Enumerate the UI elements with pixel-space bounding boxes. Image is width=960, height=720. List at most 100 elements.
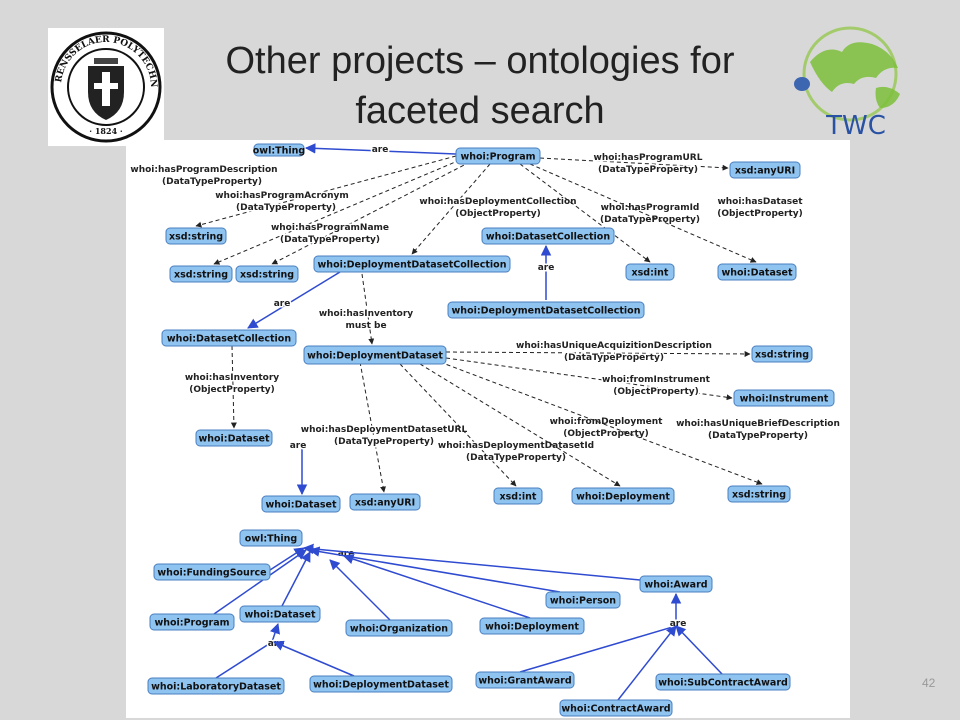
edge-label: whoi:hasProgramId xyxy=(601,203,700,213)
node-box xyxy=(235,265,299,283)
node-box xyxy=(727,485,791,503)
node-label: xsd:string xyxy=(755,350,809,361)
node-n5: xsd:string xyxy=(169,265,233,283)
edge-label: (ObjectProperty) xyxy=(455,209,541,219)
edge-label: are xyxy=(538,263,555,273)
twc-logo: TWC xyxy=(780,22,920,146)
edge-n29-n22 xyxy=(343,554,531,619)
edge-label: whoi:hasProgramURL xyxy=(594,153,703,163)
node-n33: whoi:SubContractAward xyxy=(655,673,791,691)
node-label: whoi:Dataset xyxy=(265,500,336,511)
node-label: xsd:anyURI xyxy=(735,166,795,177)
node-box xyxy=(161,329,297,347)
node-box xyxy=(475,671,575,689)
node-n9: xsd:int xyxy=(625,263,675,281)
node-label: whoi:Dataset xyxy=(244,610,315,621)
node-box xyxy=(751,345,813,363)
node-label: whoi:Instrument xyxy=(740,394,829,405)
node-label: whoi:Dataset xyxy=(721,268,792,279)
edge-label: (DataTypeProperty) xyxy=(162,177,262,187)
node-n28: whoi:Organization xyxy=(345,619,453,637)
edge-n7-n13 xyxy=(361,273,375,345)
edge-n13-n18 xyxy=(359,361,386,493)
node-box xyxy=(455,147,541,165)
edge-label: (DataTypeProperty) xyxy=(598,165,698,175)
node-label: whoi:Deployment xyxy=(576,492,670,503)
ontology-diagram-canvas: are whoi:hasProgramURL (DataTypeProperty) w… xyxy=(129,143,841,717)
node-n34: whoi:ContractAward xyxy=(559,699,673,717)
edge-label: (DataTypeProperty) xyxy=(466,453,566,463)
edge-label: whoi:hasDataset xyxy=(717,197,803,207)
edge-n27-n22 xyxy=(281,551,311,607)
node-box xyxy=(239,529,303,547)
node-label: whoi:LaboratoryDataset xyxy=(151,682,281,693)
edge-label: whoi:hasDeploymentDatasetURL xyxy=(301,425,468,435)
node-n1: owl:Thing xyxy=(253,143,305,157)
node-box xyxy=(733,389,835,407)
node-label: whoi:DeploymentDataset xyxy=(307,351,443,362)
node-box xyxy=(195,429,273,447)
node-label: whoi:ContractAward xyxy=(561,704,670,715)
node-box xyxy=(625,263,675,281)
edge-n13-n15 xyxy=(445,357,733,401)
node-box xyxy=(261,495,341,513)
node-box xyxy=(493,487,543,505)
edge-label: whoi:hasInventory xyxy=(319,309,413,319)
node-label: whoi:DeploymentDatasetCollection xyxy=(452,306,641,317)
node-label: whoi:DatasetCollection xyxy=(486,232,610,243)
node-box xyxy=(165,227,227,245)
edge-n13-n14 xyxy=(445,350,751,357)
edge-label: whoi:hasProgramName xyxy=(271,223,389,233)
node-label: owl:Thing xyxy=(253,146,305,157)
node-n3: xsd:anyURI xyxy=(729,161,801,179)
svg-text:· 1824 ·: · 1824 · xyxy=(89,126,123,136)
node-box xyxy=(147,677,285,695)
edge-label: whoi:hasInventory xyxy=(185,373,279,383)
node-n19: xsd:int xyxy=(493,487,543,505)
node-box xyxy=(303,345,447,365)
slide-title-line2: faceted search xyxy=(355,90,605,132)
node-box xyxy=(169,265,233,283)
node-box xyxy=(309,675,453,693)
node-n7: whoi:DeploymentDatasetCollection xyxy=(313,255,511,273)
edge-n28-n22 xyxy=(329,559,391,621)
edge-n34-n24 xyxy=(617,625,677,701)
node-n6: xsd:string xyxy=(235,265,299,283)
edge-label: are xyxy=(372,145,389,155)
edge-n13-n19 xyxy=(399,363,517,487)
node-label: whoi:DatasetCollection xyxy=(167,334,291,345)
edge-n31-n27 xyxy=(273,640,355,677)
node-n29: whoi:Deployment xyxy=(479,617,585,635)
edge-label: (ObjectProperty) xyxy=(563,429,649,439)
node-n13: whoi:DeploymentDataset xyxy=(303,345,447,365)
node-n20: whoi:Deployment xyxy=(571,487,675,505)
node-box xyxy=(559,699,673,717)
edge-label: (DataTypeProperty) xyxy=(334,437,434,447)
node-n4: xsd:string xyxy=(165,227,227,245)
node-label: whoi:SubContractAward xyxy=(658,678,788,689)
node-box xyxy=(655,673,791,691)
node-label: xsd:int xyxy=(632,268,669,279)
edge-label: (ObjectProperty) xyxy=(189,385,275,395)
edge-label: must be xyxy=(345,321,386,331)
node-box xyxy=(349,493,421,511)
node-n12: whoi:DatasetCollection xyxy=(161,329,297,347)
edge-label: (DataTypeProperty) xyxy=(600,215,700,225)
node-n15: whoi:Instrument xyxy=(733,389,835,407)
node-label: whoi:FundingSource xyxy=(157,568,266,579)
slide-title-line1: Other projects – ontologies for xyxy=(225,40,735,82)
node-n8: whoi:DatasetCollection xyxy=(481,227,615,245)
node-label: xsd:string xyxy=(732,490,786,501)
node-label: whoi:Deployment xyxy=(485,622,579,633)
node-n32: whoi:GrantAward xyxy=(475,671,575,689)
node-n2: whoi:Program xyxy=(455,147,541,165)
node-box xyxy=(149,613,235,631)
twc-logo-text: TWC xyxy=(825,111,886,141)
node-label: xsd:int xyxy=(500,492,537,503)
edge-n30-n27 xyxy=(215,623,280,679)
node-box xyxy=(481,227,615,245)
node-label: xsd:string xyxy=(169,232,223,243)
node-n17: whoi:Dataset xyxy=(261,495,341,513)
node-n16: whoi:Dataset xyxy=(195,429,273,447)
edge-label: are xyxy=(268,639,285,649)
